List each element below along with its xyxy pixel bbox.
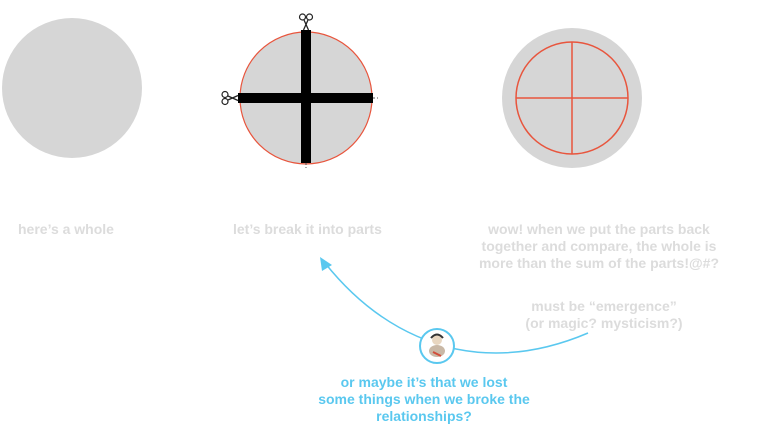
reassemble-caption-line: wow! when we put the parts back: [462, 221, 736, 238]
question-caption-line: relationships?: [295, 408, 553, 425]
whole-caption: here’s a whole: [18, 221, 114, 238]
emergence-caption-line: (or magic? mysticism?): [495, 315, 713, 332]
reassembled-circle: [502, 28, 642, 168]
cut-circle: [238, 30, 378, 168]
scissors-top-handle-right: [307, 14, 313, 20]
scissors-icon: [222, 92, 238, 105]
emergence-caption: must be “emergence” (or magic? mysticism…: [495, 298, 713, 332]
whole-circle: [2, 18, 142, 158]
avatar-body: [429, 345, 445, 357]
break-caption: let’s break it into parts: [233, 221, 382, 238]
question-caption-line: or maybe it’s that we lost: [295, 374, 553, 391]
question-caption: or maybe it’s that we lost some things w…: [295, 374, 553, 425]
reassemble-caption-line: together and compare, the whole is: [462, 238, 736, 255]
emergence-caption-line: must be “emergence”: [495, 298, 713, 315]
reassemble-caption-line: more than the sum of the parts!@#?: [462, 255, 736, 272]
question-caption-line: some things when we broke the: [295, 391, 553, 408]
scissors-icon: [300, 14, 313, 30]
scissors-left-handle-bottom: [222, 99, 228, 105]
avatar-icon: [420, 329, 454, 363]
reassemble-caption: wow! when we put the parts back together…: [462, 221, 736, 272]
scissors-left-handle-top: [222, 92, 228, 98]
scissors-top-handle-left: [300, 14, 306, 20]
